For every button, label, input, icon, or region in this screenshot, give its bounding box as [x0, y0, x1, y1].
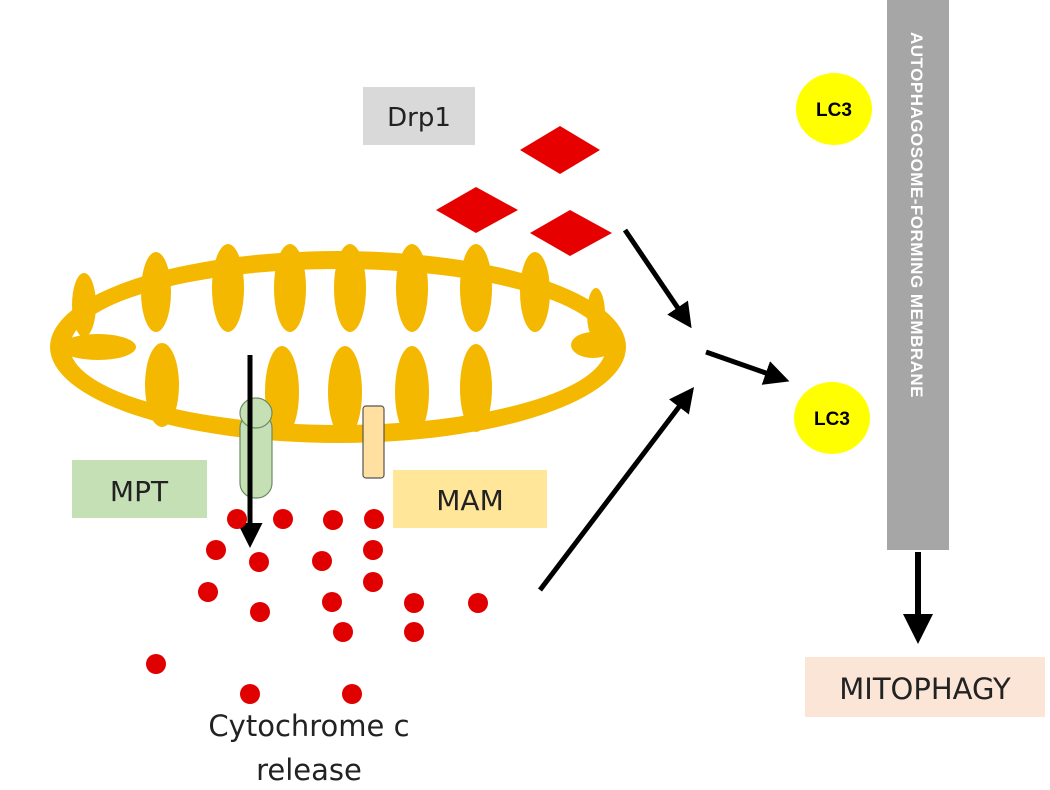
drp1-diamond: [520, 126, 600, 174]
mitophagy-box: MITOPHAGY: [805, 657, 1045, 717]
mitophagy-label: MITOPHAGY: [839, 672, 1011, 706]
convergence-to-membrane-arrow: [705, 349, 790, 385]
mitochondrion: [50, 244, 626, 443]
mpt-label-box: MPT: [72, 460, 207, 518]
drp1-label: Drp1: [387, 103, 451, 133]
cristae-bottom: [60, 332, 615, 438]
mpt-pore: [239, 397, 273, 499]
lc3-bottom-label: LC3: [814, 409, 850, 430]
drp1-diamond: [436, 187, 518, 233]
cytochrome-to-convergence-arrow: [538, 387, 695, 592]
drp1-label-box: Drp1: [363, 87, 475, 145]
cristae-top: [72, 244, 605, 340]
autophagosome-membrane: AUTOPHAGOSOME-FORMING MEMBRANE: [887, 0, 949, 550]
drp1-diamond: [530, 210, 612, 256]
mam-label: MAM: [436, 484, 503, 517]
mam-label-box: MAM: [393, 470, 547, 528]
cytochrome-label-line2: release: [256, 753, 362, 787]
mam-channel: [362, 405, 385, 479]
drp1-diamonds: [436, 126, 612, 256]
mpt-label: MPT: [110, 475, 169, 508]
lc3-top: LC3: [796, 73, 872, 145]
cytochrome-c-dots: [146, 509, 488, 704]
drp1-to-convergence-arrow: [622, 228, 692, 329]
cytochrome-label-line1: Cytochrome c: [208, 709, 409, 743]
membrane-label: AUTOPHAGOSOME-FORMING MEMBRANE: [907, 32, 926, 398]
lc3-top-label: LC3: [816, 100, 852, 121]
lc3-bottom: LC3: [794, 382, 870, 454]
